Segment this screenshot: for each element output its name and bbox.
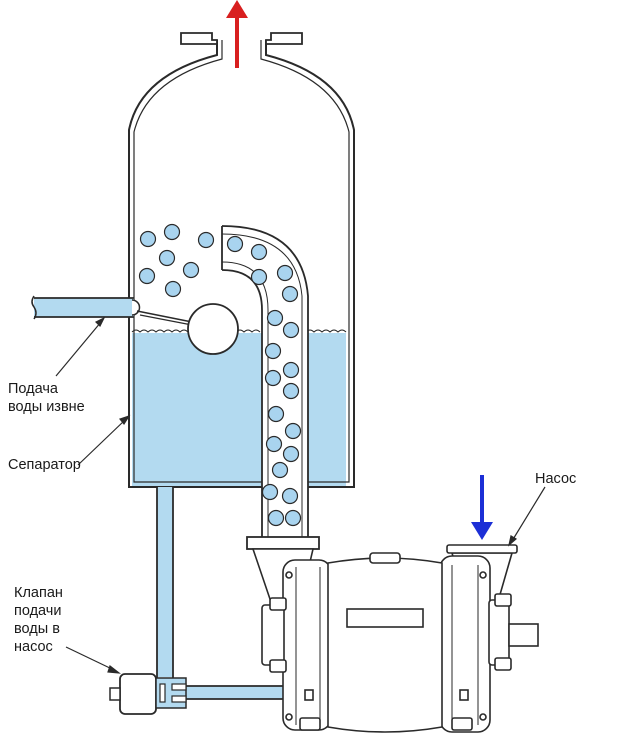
leader-lines	[55, 316, 546, 674]
pump-end-cap-right	[439, 555, 491, 733]
bubble	[138, 267, 156, 285]
bubble	[282, 321, 300, 339]
arrow-up-icon	[226, 0, 248, 68]
pump-end-cap-left	[282, 559, 332, 731]
float-valve	[136, 303, 239, 355]
bubble	[282, 382, 300, 400]
label-valve-line-1: Клапан	[14, 585, 63, 601]
bubble	[265, 435, 283, 453]
bubble	[284, 509, 302, 527]
label-valve-line-4: насос	[14, 639, 53, 655]
arrow-down-icon	[471, 475, 493, 540]
bubble	[266, 309, 284, 327]
label-valve-line-2: подачи	[14, 603, 61, 619]
water-inlet-pipe	[31, 295, 141, 320]
outlet-flange	[180, 32, 303, 45]
drain-line	[156, 487, 295, 700]
label-water-supply-line-1: Подача	[8, 381, 59, 397]
bubble	[158, 249, 176, 267]
label-separator: Сепаратор	[8, 457, 81, 473]
bubble	[163, 223, 181, 241]
bubble	[282, 445, 300, 463]
bubble	[281, 487, 299, 505]
bubble	[271, 461, 289, 479]
bubble	[276, 264, 294, 282]
label-valve-line-3: воды в	[14, 621, 60, 637]
separator-shell-inner	[133, 40, 350, 483]
vacuum-pump	[251, 544, 539, 733]
pump-feed-valve	[109, 673, 187, 715]
separator-shell	[128, 40, 355, 488]
bubble	[264, 369, 282, 387]
separator-water	[132, 333, 262, 487]
bubble	[182, 261, 200, 279]
pump-body	[327, 557, 443, 733]
label-pump: Насос	[535, 471, 576, 487]
bubble	[264, 342, 282, 360]
bubble	[284, 422, 302, 440]
bubble	[267, 405, 285, 423]
air-bubbles	[138, 223, 302, 527]
bubble	[250, 243, 268, 261]
water-surface-right	[305, 329, 347, 333]
label-valve: Клапан подачи воды в насос	[14, 585, 63, 655]
float-ball	[187, 303, 239, 355]
separator-water-right	[305, 333, 346, 487]
separator-vessel	[128, 32, 355, 488]
bubble	[250, 268, 268, 286]
label-water-supply-line-2: воды извне	[8, 399, 85, 415]
bubble	[226, 235, 244, 253]
pump-shaft	[508, 623, 539, 647]
bubble	[281, 285, 299, 303]
bubble	[139, 230, 157, 248]
pump-nameplate	[346, 608, 424, 628]
bubble	[164, 280, 182, 298]
label-water-supply: Подача воды извне	[8, 381, 85, 415]
bubble	[267, 509, 285, 527]
bubble	[197, 231, 215, 249]
bubble	[261, 483, 279, 501]
bubble	[282, 361, 300, 379]
